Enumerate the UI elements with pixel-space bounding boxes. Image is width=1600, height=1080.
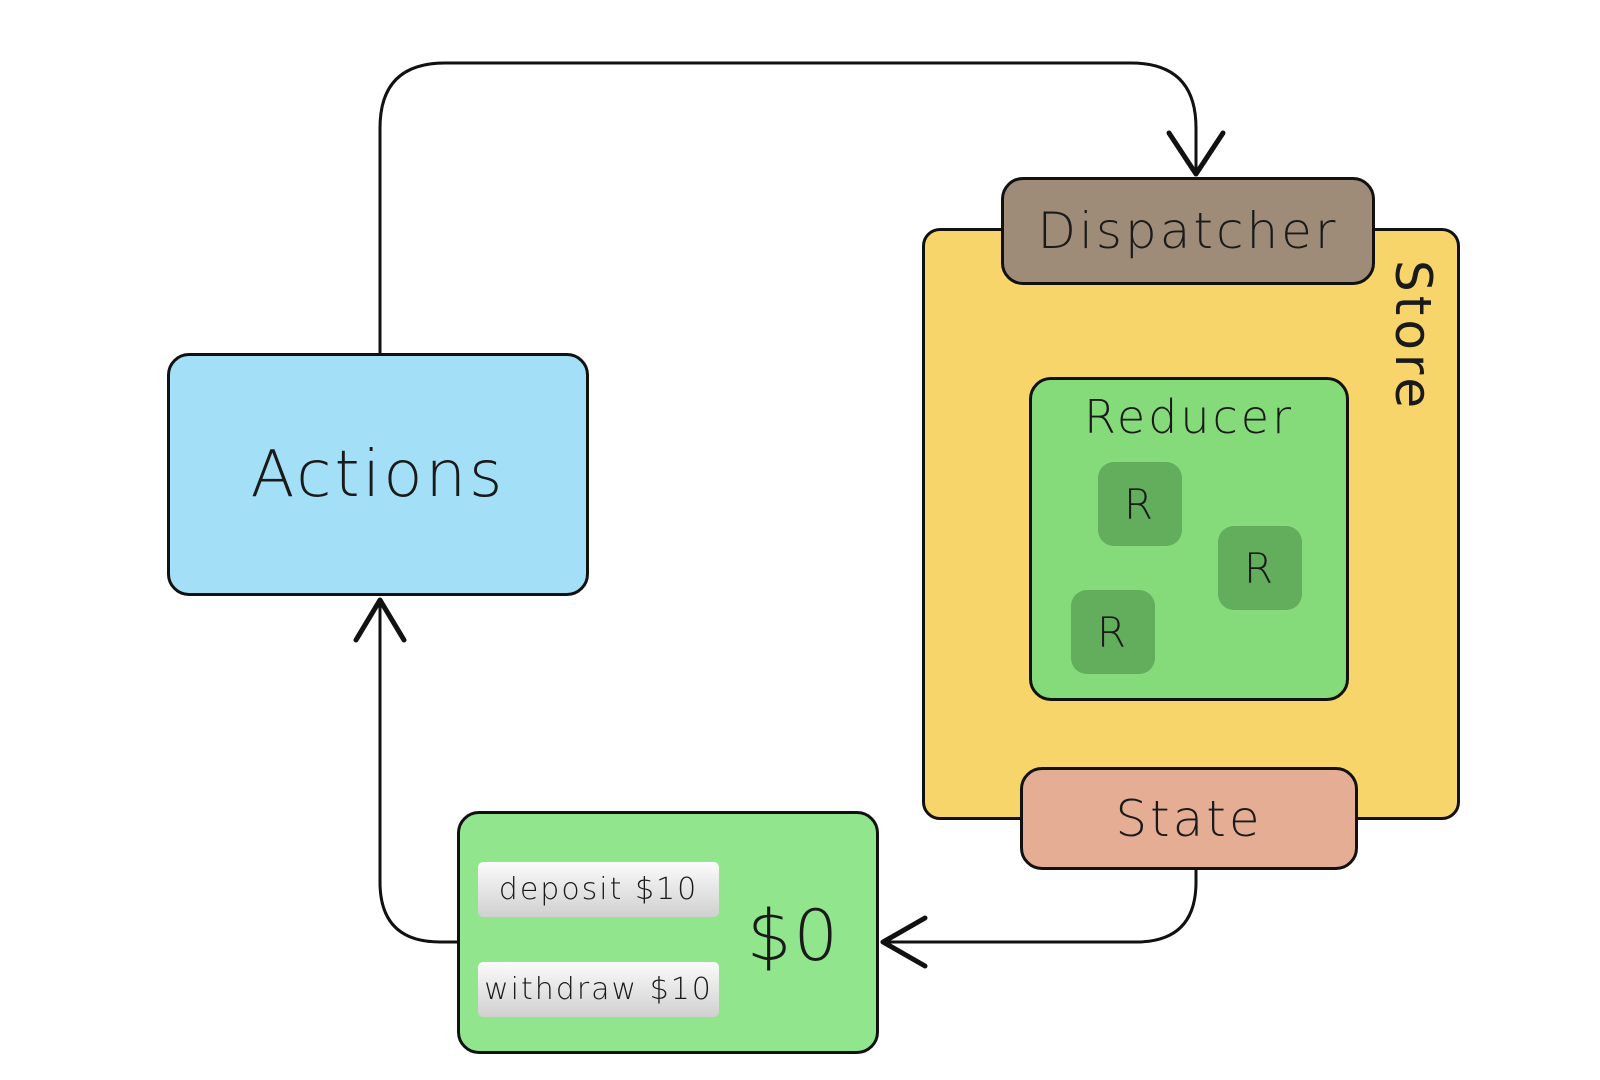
state-node: State bbox=[1020, 767, 1358, 870]
balance-display: $0 bbox=[746, 894, 840, 977]
state-label: State bbox=[1115, 789, 1263, 848]
actions-node: Actions bbox=[167, 353, 589, 596]
arrowhead-into-actions bbox=[353, 597, 407, 643]
view-node: deposit $10 withdraw $10 $0 bbox=[457, 811, 879, 1054]
actions-label: Actions bbox=[250, 437, 506, 512]
reducer-label: Reducer bbox=[1083, 390, 1295, 444]
sub-reducer-chip: R bbox=[1098, 462, 1182, 546]
reducer-node: Reducer R R R bbox=[1029, 377, 1349, 701]
arrowhead-into-view bbox=[880, 915, 928, 969]
edge-view-to-actions bbox=[378, 598, 459, 944]
dispatcher-node: Dispatcher bbox=[1001, 177, 1375, 285]
withdraw-button[interactable]: withdraw $10 bbox=[478, 962, 719, 1017]
edge-actions-to-dispatcher bbox=[378, 61, 1198, 355]
arrowhead-into-dispatcher bbox=[1166, 130, 1226, 177]
store-label: Store bbox=[1384, 259, 1442, 413]
sub-reducer-chip: R bbox=[1218, 526, 1302, 610]
edge-state-to-view bbox=[880, 868, 1198, 944]
dispatcher-label: Dispatcher bbox=[1037, 202, 1339, 260]
deposit-button[interactable]: deposit $10 bbox=[478, 862, 719, 917]
sub-reducer-chip: R bbox=[1071, 590, 1155, 674]
